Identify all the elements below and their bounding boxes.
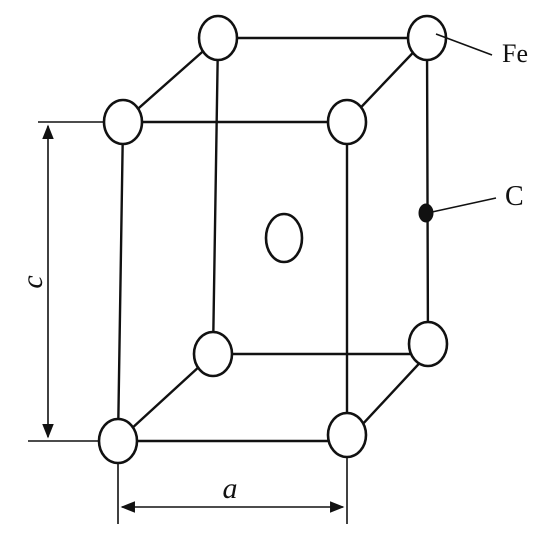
edge-front-left xyxy=(116,120,125,443)
fe-atom-front-bottom-right xyxy=(326,411,368,459)
fe-atom-body-center xyxy=(264,212,304,264)
fe-atom-front-top-right xyxy=(326,98,368,146)
carbon-atom xyxy=(418,203,434,223)
fe-atom-back-top-left xyxy=(197,14,239,62)
edge-back-left xyxy=(211,36,220,356)
fe-label: Fe xyxy=(502,39,528,68)
fe-atom-back-bottom-right xyxy=(407,320,449,368)
fe-atom-front-top-left xyxy=(102,98,144,146)
carbon-leader-line xyxy=(431,197,497,213)
carbon-label: C xyxy=(505,181,524,212)
fe-atoms xyxy=(97,14,449,465)
labels: Fe C xyxy=(431,33,528,213)
dimension-c: c xyxy=(16,121,108,442)
fe-atom-back-bottom-left xyxy=(192,330,234,378)
dimension-a: a xyxy=(117,458,348,524)
fe-atom-back-top-right xyxy=(406,14,448,62)
fe-atom-front-bottom-left xyxy=(97,417,139,465)
dim-a-label: a xyxy=(223,472,238,505)
dim-c-label: c xyxy=(16,275,49,288)
edge-back-right xyxy=(425,36,430,356)
fe-leader-line xyxy=(435,33,493,56)
